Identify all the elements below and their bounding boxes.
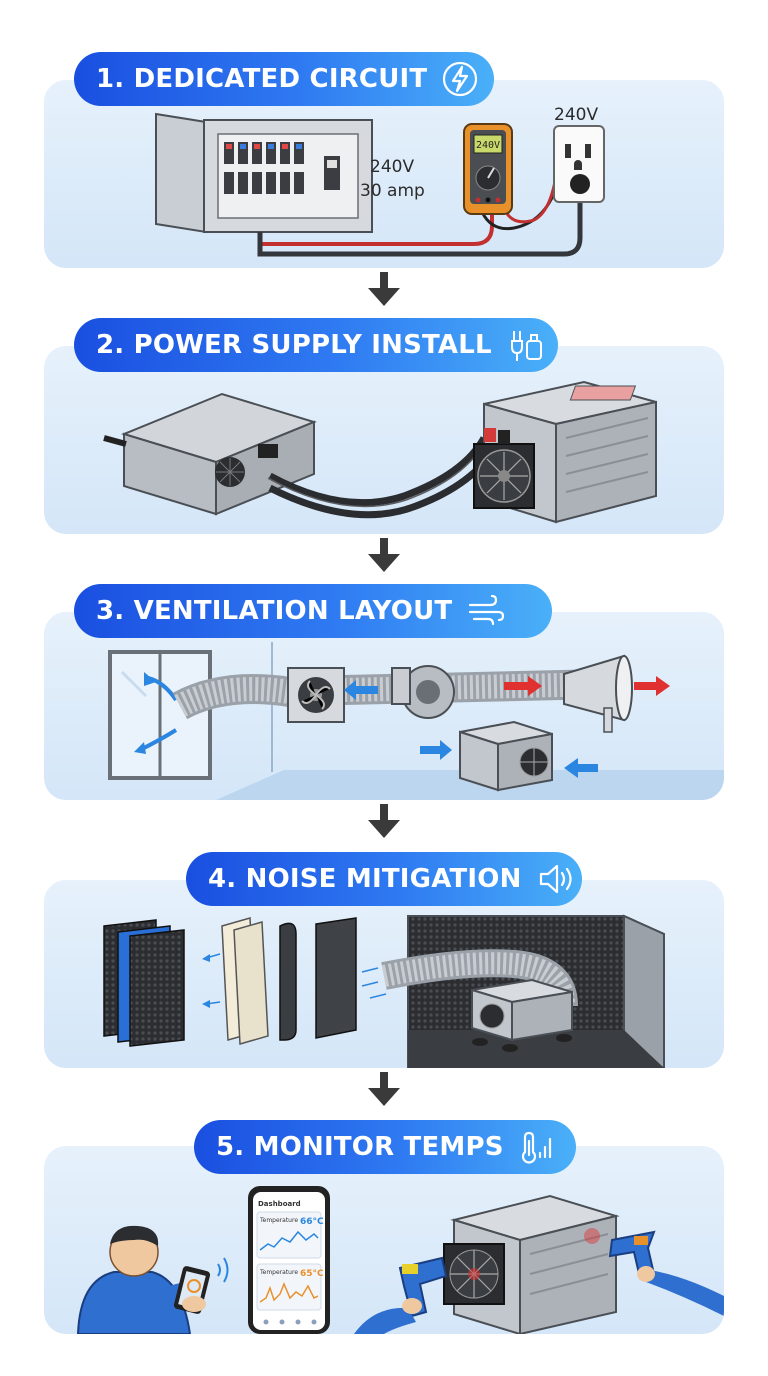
step-2-panel xyxy=(44,346,724,534)
step-3-panel xyxy=(44,612,724,800)
monitor-temps-illustration: Dashboard Temperature 66°C Temperature 6… xyxy=(76,1186,724,1334)
flow-arrow-1 xyxy=(368,272,400,306)
outlet-voltage-label: 240V xyxy=(554,105,598,125)
step-1-title-pill: 1. DEDICATED CIRCUIT xyxy=(74,52,494,106)
step-4-title: 4. NOISE MITIGATION xyxy=(208,864,522,894)
circuit-voltage-label: 240V xyxy=(370,157,414,177)
step-3-title: 3. VENTILATION LAYOUT xyxy=(96,596,453,626)
thermometer-icon xyxy=(518,1127,558,1167)
step-4-title-pill: 4. NOISE MITIGATION xyxy=(186,852,582,906)
dashboard-card2-label: Temperature xyxy=(259,1269,298,1276)
dashboard-title: Dashboard xyxy=(258,1200,301,1208)
dedicated-circuit-illustration: 240V 30 amp 240V 240V xyxy=(155,105,605,257)
person xyxy=(76,1271,192,1334)
multimeter-display: 240V xyxy=(476,140,500,151)
lightning-bolt-icon xyxy=(441,59,479,99)
step-5-title-pill: 5. MONITOR TEMPS xyxy=(194,1120,576,1174)
step-5-title: 5. MONITOR TEMPS xyxy=(216,1132,504,1162)
step-2-title: 2. POWER SUPPLY INSTALL xyxy=(96,330,492,360)
power-plug-icon xyxy=(506,325,546,365)
step-5-panel: Dashboard Temperature 66°C Temperature 6… xyxy=(44,1146,724,1334)
dashboard-card2-value: 65°C xyxy=(300,1269,324,1279)
flow-arrow-4 xyxy=(368,1072,400,1106)
circuit-amp-label: 30 amp xyxy=(360,181,425,201)
flow-arrow-3 xyxy=(368,804,400,838)
speaker-icon xyxy=(536,859,576,899)
step-4-panel xyxy=(44,880,724,1068)
ventilation-illustration xyxy=(108,642,724,800)
wind-icon xyxy=(466,591,506,631)
step-2-title-pill: 2. POWER SUPPLY INSTALL xyxy=(74,318,558,372)
dashboard-card1-value: 66°C xyxy=(300,1217,324,1227)
step-3-title-pill: 3. VENTILATION LAYOUT xyxy=(74,584,552,638)
step-1-panel: 240V 30 amp 240V 240V xyxy=(44,80,724,268)
dashboard-card1-label: Temperature xyxy=(259,1217,298,1224)
flow-arrow-2 xyxy=(368,538,400,572)
power-supply-illustration xyxy=(103,380,657,524)
noise-mitigation-illustration xyxy=(103,914,665,1068)
step-1-title: 1. DEDICATED CIRCUIT xyxy=(96,64,428,94)
